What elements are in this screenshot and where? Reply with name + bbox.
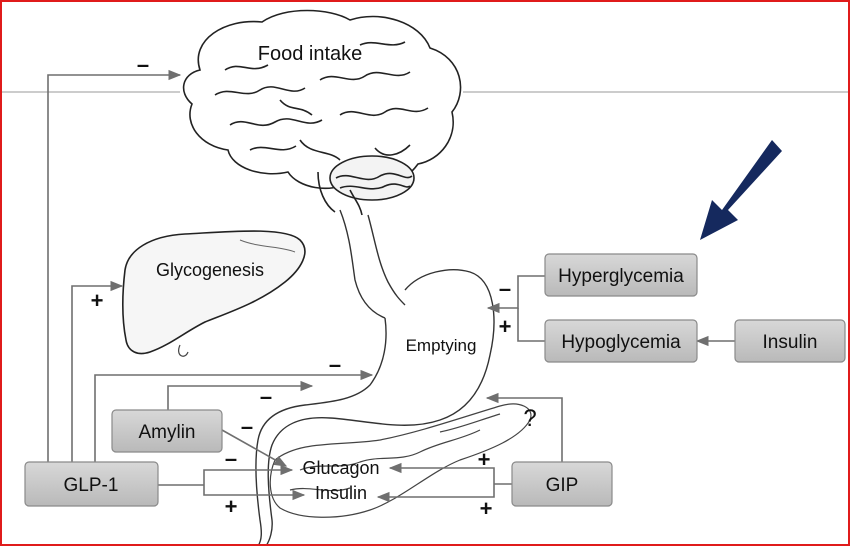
box-glp1: GLP-1 (24, 461, 159, 507)
connector-lines (47, 69, 735, 503)
arrow-hypo-stomach (517, 308, 545, 342)
sign-amylin-emptying: – (260, 384, 272, 409)
sign-gip-insulin: + (480, 496, 493, 521)
arrow-gip-glucagon (388, 462, 495, 484)
label-glycogenesis: Glycogenesis (156, 260, 264, 280)
sign-glp1-insulin: + (225, 494, 238, 519)
sign-glp1-liver: + (91, 288, 104, 313)
box-hypoglycemia-label: Hypoglycemia (561, 332, 681, 353)
sign-amylin-glucagon: – (241, 414, 253, 439)
label-food-intake: Food intake (258, 43, 363, 65)
arrow-amylin-emptying (167, 380, 314, 410)
highlight-arrow (700, 140, 782, 240)
box-insulin-label: Insulin (763, 332, 818, 353)
arrow-glp1-emptying (94, 369, 374, 462)
box-glp1-label: GLP-1 (64, 475, 119, 496)
pancreas-illustration (269, 403, 532, 518)
sign-glp1-emptying: – (329, 352, 341, 377)
box-gip: GIP (511, 461, 613, 507)
brain-illustration (182, 9, 462, 216)
arrow-amylin-glucagon (221, 429, 288, 467)
sign-hyper-stomach: – (499, 276, 511, 301)
box-hyperglycemia: Hyperglycemia (544, 253, 698, 297)
arrow-glp1-glucagon (203, 464, 294, 485)
label-glucagon: Glucagon (302, 458, 379, 478)
box-gip-label: GIP (546, 475, 579, 496)
arrow-gip-stomach (485, 392, 563, 462)
arrow-hyper-stomach (486, 275, 545, 314)
arrow-glp1-liver (71, 280, 124, 462)
sign-hypo-stomach: + (499, 314, 512, 339)
liver-illustration (122, 230, 306, 357)
box-hypoglycemia: Hypoglycemia (544, 319, 698, 363)
sign-glp1-food: – (137, 52, 149, 77)
sign-glp1-glucagon: – (225, 446, 237, 471)
box-hyperglycemia-label: Hyperglycemia (558, 266, 684, 287)
sign-gip-glucagon: + (478, 447, 491, 472)
box-amylin-label: Amylin (138, 422, 195, 443)
arrow-gip-insulin (376, 484, 495, 503)
label-insulin-pancreas: Insulin (315, 483, 367, 503)
arrow-glp1-food-intake (47, 69, 182, 462)
arrow-glp1-insulin (203, 485, 306, 501)
label-question: ? (523, 405, 536, 432)
box-insulin: Insulin (734, 319, 846, 363)
label-emptying: Emptying (406, 336, 477, 355)
box-amylin: Amylin (111, 409, 223, 453)
